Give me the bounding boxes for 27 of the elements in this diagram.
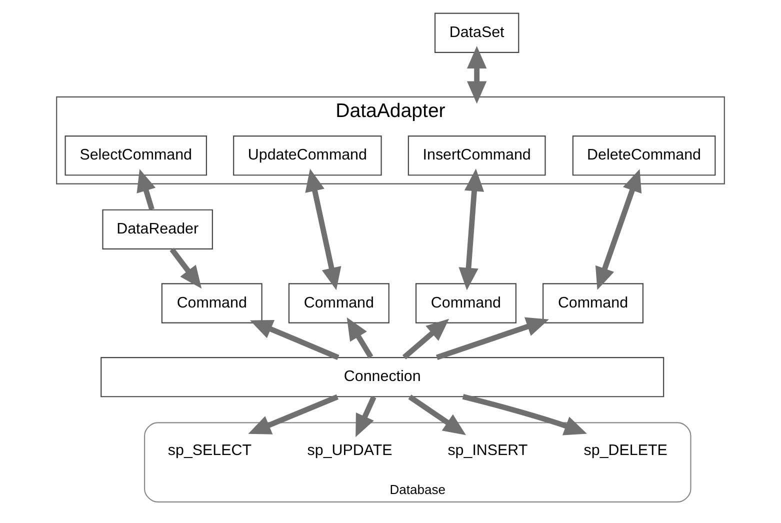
arrow xyxy=(466,46,487,104)
node-box: Connection xyxy=(100,356,664,397)
node-box: SelectCommand xyxy=(64,135,207,176)
arrow xyxy=(408,394,466,435)
arrow xyxy=(305,168,342,290)
node-text: sp_DELETE xyxy=(584,441,668,458)
node-box: DataReader xyxy=(102,208,213,250)
arrow xyxy=(402,318,450,359)
arrow xyxy=(436,316,549,360)
node-text: sp_INSERT xyxy=(448,441,528,458)
node-box: DeleteCommand xyxy=(572,135,716,176)
node-text: sp_UPDATE xyxy=(307,441,392,458)
arrow xyxy=(595,168,642,290)
arrow xyxy=(136,168,156,210)
arrow xyxy=(356,395,376,437)
arrow xyxy=(458,168,484,290)
node-box: Command xyxy=(288,282,390,323)
arrow xyxy=(346,316,374,358)
node-box: Command xyxy=(161,282,262,323)
node-text: sp_SELECT xyxy=(168,441,252,458)
arrow xyxy=(250,320,340,360)
node-box: UpdateCommand xyxy=(233,135,382,176)
node-box: DataSet xyxy=(434,12,520,52)
node-box: Command xyxy=(415,282,516,323)
node-box: InsertCommand xyxy=(408,135,546,176)
arrow xyxy=(170,247,202,288)
node-box: Command xyxy=(542,282,644,323)
